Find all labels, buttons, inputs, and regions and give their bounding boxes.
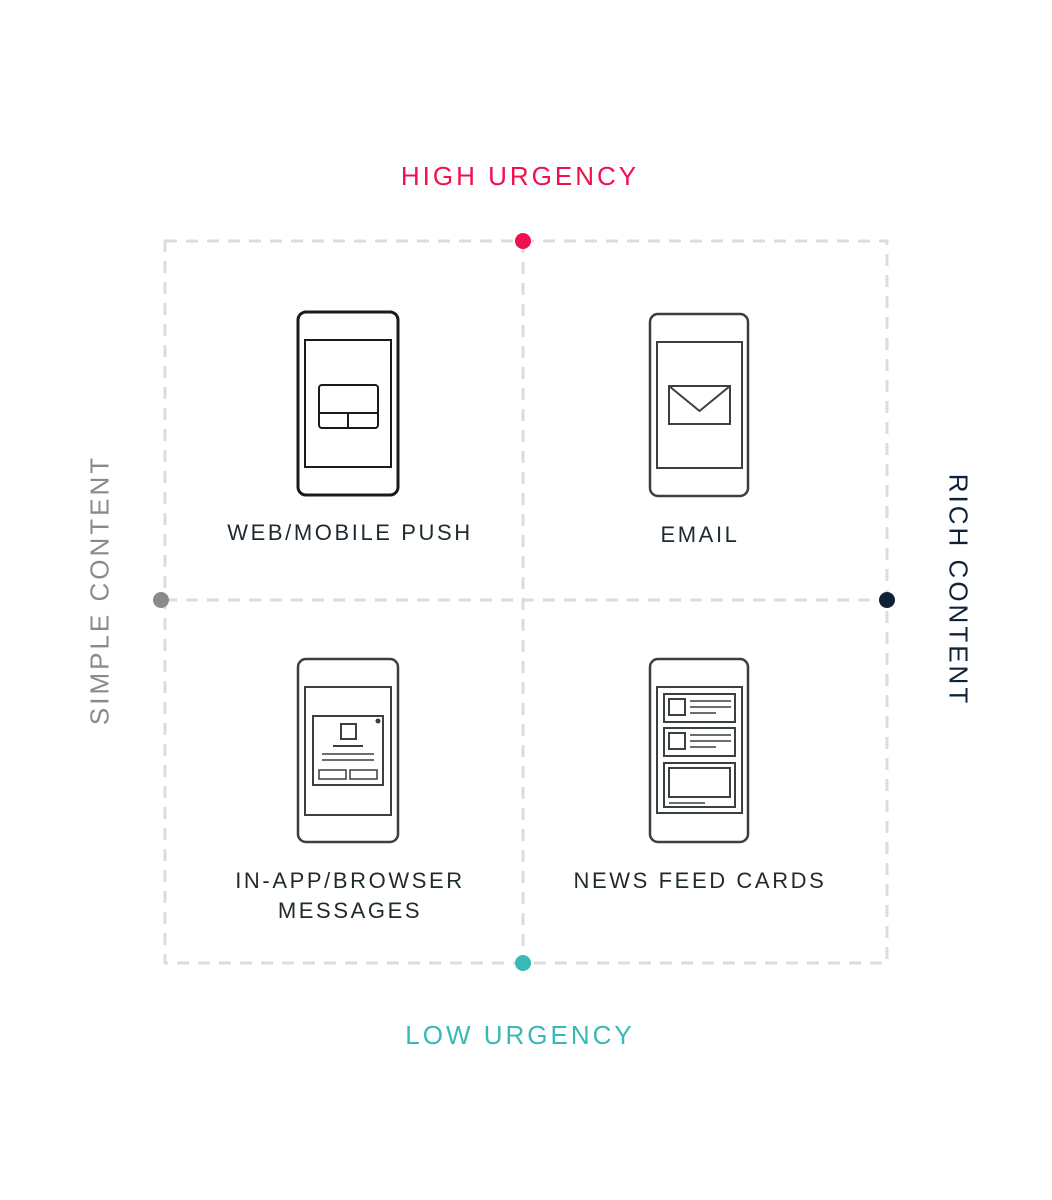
quadrant-label-in-app-browser-messages: IN-APP/BROWSER MESSAGES — [235, 868, 465, 923]
quadrant-label-web-mobile-push: WEB/MOBILE PUSH — [227, 520, 473, 545]
axis-label-high-urgency: HIGH URGENCY — [400, 161, 640, 191]
news-feed-phone-icon — [648, 657, 750, 844]
quadrant-label-email: EMAIL — [660, 522, 740, 547]
quadrant-label-news-feed-cards: NEWS FEED CARDS — [573, 868, 827, 893]
low-urgency-dot — [515, 955, 531, 971]
in-app-message-phone-icon — [296, 657, 400, 844]
simple-content-dot — [153, 592, 169, 608]
high-urgency-dot — [515, 233, 531, 249]
matrix-frame — [163, 239, 889, 965]
rich-content-dot — [879, 592, 895, 608]
axis-label-low-urgency: LOW URGENCY — [405, 1020, 635, 1050]
axis-label-simple-content: SIMPLE CONTENT — [84, 454, 115, 726]
push-phone-icon — [296, 310, 400, 497]
email-phone-icon — [648, 312, 750, 498]
axis-label-rich-content: RICH CONTENT — [943, 473, 974, 707]
